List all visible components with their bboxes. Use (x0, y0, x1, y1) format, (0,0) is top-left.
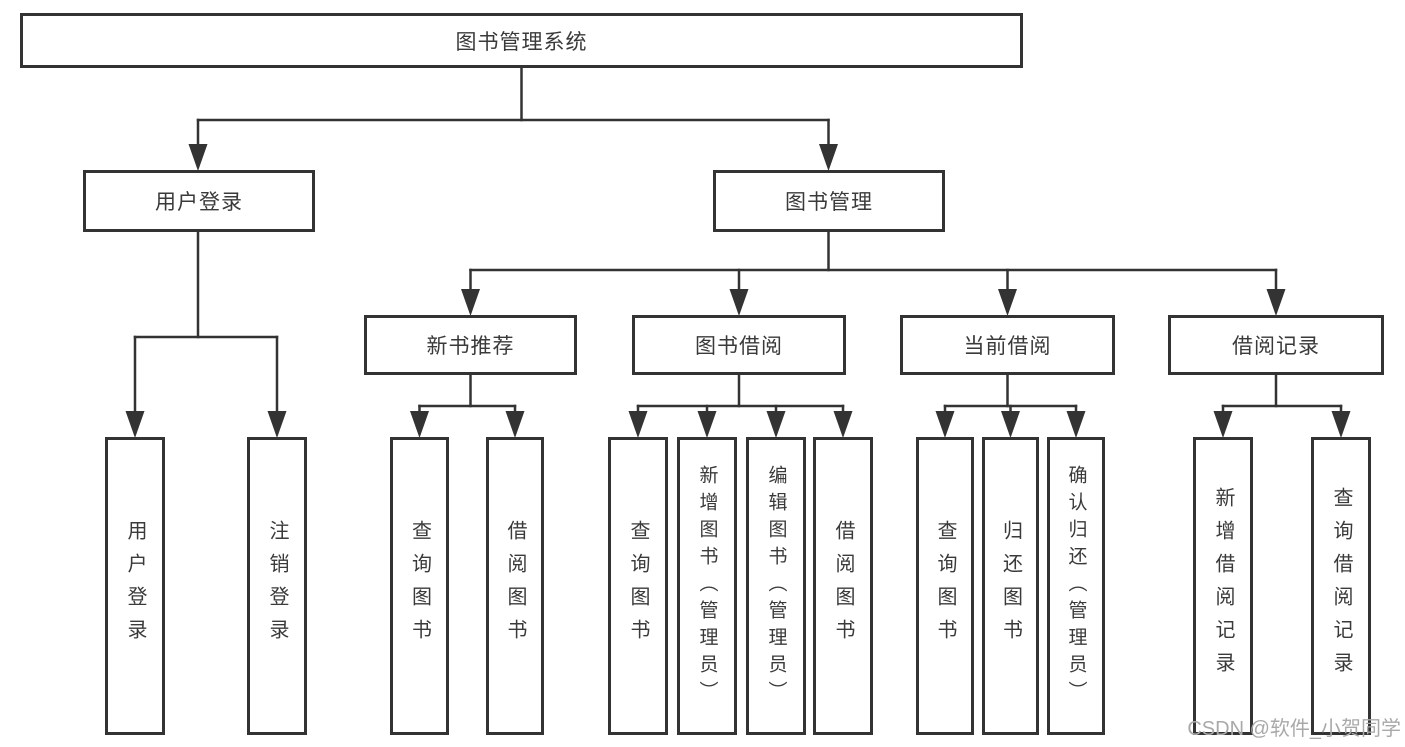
leaf-logout: 注销登录 (247, 437, 307, 735)
leaf-query-books-recommend-label: 查询图书 (408, 520, 431, 652)
watermark: CSDN @软件_小贺同学 (1187, 718, 1401, 740)
leaf-logout-label: 注销登录 (266, 520, 288, 652)
node-book-management-label: 图书管理 (785, 191, 873, 214)
leaf-confirm-return-admin: 确认归还（管理员） (1047, 437, 1105, 735)
leaf-user-login-label: 用户登录 (124, 520, 146, 652)
node-user-login-label: 用户登录 (155, 191, 243, 214)
leaf-borrow-books-borrowing: 借阅图书 (813, 437, 873, 735)
leaf-query-books-borrowing-label: 查询图书 (627, 520, 649, 652)
node-book-borrowing: 图书借阅 (632, 315, 846, 375)
node-user-login: 用户登录 (83, 170, 315, 232)
leaf-add-books-admin-label: 新增图书（管理员） (696, 464, 718, 708)
leaf-query-books-recommend: 查询图书 (390, 437, 449, 735)
node-current-borrowing: 当前借阅 (900, 315, 1115, 375)
node-root: 图书管理系统 (20, 13, 1023, 68)
leaf-user-login: 用户登录 (105, 437, 165, 735)
leaf-confirm-return-admin-label: 确认归还（管理员） (1065, 464, 1087, 708)
leaf-edit-books-admin: 编辑图书（管理员） (746, 437, 806, 735)
leaf-return-books-label: 归还图书 (999, 520, 1022, 652)
leaf-add-books-admin: 新增图书（管理员） (677, 437, 737, 735)
node-new-book-recommendation-label: 新书推荐 (426, 335, 515, 358)
leaf-query-books-current-label: 查询图书 (934, 520, 956, 652)
node-root-label: 图书管理系统 (455, 30, 588, 54)
leaf-query-books-borrowing: 查询图书 (608, 437, 668, 735)
node-new-book-recommendation: 新书推荐 (364, 315, 577, 375)
leaf-query-books-current: 查询图书 (916, 437, 974, 735)
leaf-edit-books-admin-label: 编辑图书（管理员） (765, 464, 787, 708)
leaf-add-borrow-record-label: 新增借阅记录 (1212, 487, 1234, 685)
leaf-return-books: 归还图书 (982, 437, 1039, 735)
leaf-query-borrow-record: 查询借阅记录 (1311, 437, 1371, 735)
node-current-borrowing-label: 当前借阅 (963, 335, 1052, 358)
leaf-query-borrow-record-label: 查询借阅记录 (1330, 487, 1352, 685)
node-book-borrowing-label: 图书借阅 (695, 335, 783, 358)
leaf-borrow-books-recommend-label: 借阅图书 (504, 520, 526, 652)
leaf-borrow-books-recommend: 借阅图书 (486, 437, 544, 735)
leaf-borrow-books-borrowing-label: 借阅图书 (832, 520, 854, 652)
node-borrowing-records-label: 借阅记录 (1232, 335, 1320, 358)
node-book-management: 图书管理 (713, 170, 945, 232)
leaf-add-borrow-record: 新增借阅记录 (1193, 437, 1253, 735)
node-borrowing-records: 借阅记录 (1168, 315, 1384, 375)
